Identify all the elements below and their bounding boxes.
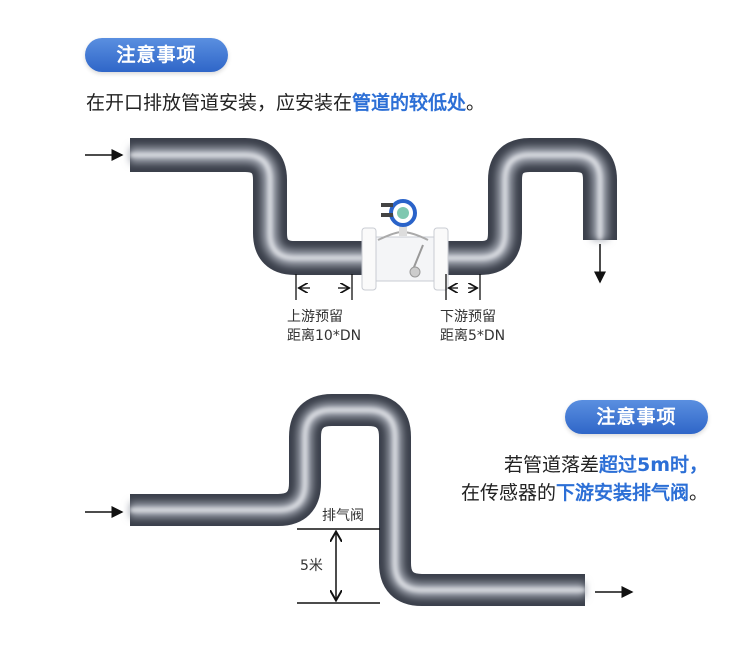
notice-text-1: 在开口排放管道安装，应安装在管道的较低处。 <box>86 88 485 115</box>
downstream-dimension <box>445 274 481 300</box>
notice-text-2-line2-suffix: 。 <box>688 482 708 504</box>
exhaust-valve-label: 排气阀 <box>322 508 364 524</box>
notice-text-2-line2: 在传感器的下游安装排气阀。 <box>461 478 708 505</box>
notice-badge-2: 注意事项 <box>565 400 708 434</box>
notice-text-1-highlight: 管道的较低处 <box>352 92 467 114</box>
upstream-label: 上游预留距离10*DN <box>287 308 361 346</box>
notice-badge-1: 注意事项 <box>85 38 228 72</box>
notice-text-2-line2-prefix: 在传感器的 <box>460 482 556 504</box>
upstream-dimension <box>295 274 353 300</box>
bottom-pipe <box>130 394 585 606</box>
upstream-label-line1: 上游预留 <box>287 309 343 325</box>
downstream-label: 下游预留距离5*DN <box>440 308 505 346</box>
downstream-label-line1: 下游预留 <box>440 309 496 325</box>
notice-text-1-suffix: 。 <box>466 92 486 114</box>
notice-text-1-prefix: 在开口排放管道安装，应安装在 <box>86 92 353 114</box>
upstream-label-line2: 距离10*DN <box>287 328 362 344</box>
downstream-label-line2: 距离5*DN <box>440 328 506 344</box>
top-pipe <box>130 138 617 275</box>
height-dimension <box>297 528 380 604</box>
flowmeter <box>361 199 449 291</box>
notice-text-2-line1: 若管道落差超过5m时， <box>504 450 708 477</box>
height-label: 5米 <box>300 558 323 574</box>
notice-text-2-line1-prefix: 若管道落差 <box>503 454 599 476</box>
notice-text-2-line2-highlight: 下游安装排气阀 <box>555 482 689 504</box>
notice-text-2-line1-highlight: 超过5m时， <box>598 454 708 476</box>
